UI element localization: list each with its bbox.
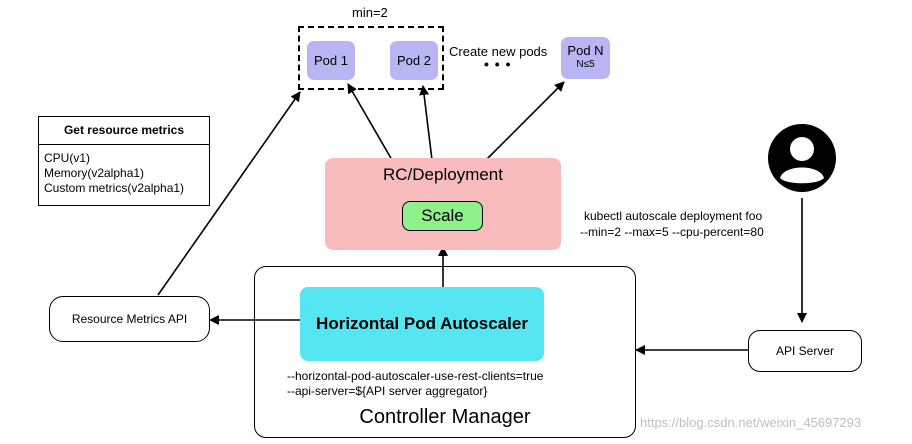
metrics-row-memory: Memory(v2alpha1) — [44, 166, 145, 180]
kubectl-command: kubectl autoscale deployment foo --min=2… — [580, 208, 764, 240]
controller-manager-label: Controller Manager — [359, 406, 531, 428]
metrics-row-cpu: CPU(v1) — [44, 151, 91, 165]
hpa-flag-api-server: --api-server=${API server aggregator} — [287, 384, 488, 398]
create-new-pods-label: Create new pods — [449, 44, 548, 59]
pod-n-name: Pod N — [567, 43, 604, 58]
metrics-row-custom: Custom metrics(v2alpha1) — [44, 181, 185, 195]
watermark: https://blog.csdn.net/weixin_45697293 — [640, 415, 862, 430]
metrics-table-header: Get resource metrics — [39, 117, 209, 145]
api-server-box: API Server — [748, 330, 862, 372]
deployment-label: RC/Deployment — [383, 165, 503, 184]
hpa-flag-rest-clients: --horizontal-pod-autoscaler-use-rest-cli… — [287, 369, 544, 383]
scale-box: Scale — [402, 201, 483, 231]
arrow-deployment-to-pod1 — [347, 83, 393, 161]
arrow-metrics-to-pods — [157, 91, 301, 296]
user-icon — [768, 124, 836, 192]
arrow-deployment-to-pod2 — [419, 85, 433, 161]
ellipsis-dots: • • • — [484, 56, 512, 72]
arrow-deployment-to-podn — [485, 81, 565, 161]
kubectl-command-line2: --min=2 --max=5 --cpu-percent=80 — [580, 225, 764, 239]
pod-group-box — [298, 26, 444, 90]
hpa-box: Horizontal Pod Autoscaler — [300, 287, 544, 361]
pod-1: Pod 1 — [307, 41, 355, 80]
hpa-flags: --horizontal-pod-autoscaler-use-rest-cli… — [287, 369, 543, 399]
resource-metrics-api-box: Resource Metrics API — [49, 296, 210, 342]
pod-n-limit: N≤5 — [576, 59, 595, 70]
metrics-table: Get resource metrics CPU(v1) Memory(v2al… — [38, 116, 210, 206]
min-label: min=2 — [352, 5, 388, 20]
controller-manager-box: Horizontal Pod Autoscaler --horizontal-p… — [254, 266, 636, 438]
kubectl-command-line1: kubectl autoscale deployment foo — [584, 209, 763, 223]
pod-n: Pod N N≤5 — [561, 37, 610, 79]
pod-2: Pod 2 — [390, 41, 438, 80]
deployment-box: RC/Deployment Scale — [325, 158, 561, 250]
